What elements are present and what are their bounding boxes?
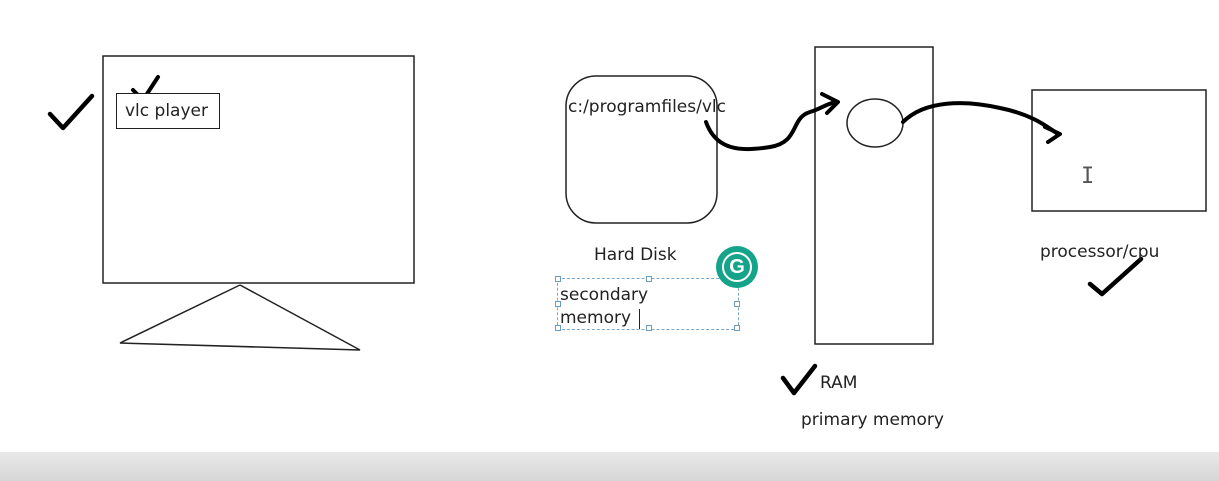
resize-handle[interactable] xyxy=(555,325,561,331)
checkmark-icon xyxy=(1087,256,1144,297)
secondary-memory-textbox[interactable]: secondary memory xyxy=(555,276,740,331)
resize-handle[interactable] xyxy=(646,325,652,331)
secondary-memory-line1: secondary xyxy=(560,285,649,305)
monitor-screen xyxy=(102,55,415,284)
vlc-player-box: vlc player xyxy=(116,93,220,129)
processor-label: processor/cpu xyxy=(1040,242,1160,262)
hard-disk-label: Hard Disk xyxy=(594,245,677,265)
resize-handle[interactable] xyxy=(734,325,740,331)
secondary-memory-line2: memory xyxy=(560,308,632,328)
processor-shape xyxy=(1031,89,1207,212)
checkmark-icon xyxy=(47,93,95,131)
path-label: c:/programfiles/vlc xyxy=(568,97,726,117)
hard-disk-shape xyxy=(565,75,718,224)
resize-handle[interactable] xyxy=(555,301,561,307)
resize-handle[interactable] xyxy=(734,301,740,307)
arrow-disk-to-ram xyxy=(704,100,838,152)
resize-handle[interactable] xyxy=(646,276,652,282)
ram-label: RAM xyxy=(820,373,858,393)
bottom-bar xyxy=(0,452,1219,481)
arrow-ram-to-cpu xyxy=(901,101,1060,136)
grammarly-icon[interactable]: G xyxy=(716,246,758,288)
resize-handle[interactable] xyxy=(555,276,561,282)
checkmark-icon xyxy=(780,363,818,396)
arrow-ram-to-cpu-head xyxy=(1043,125,1062,144)
ram-shape xyxy=(814,46,934,345)
text-cursor-icon: I xyxy=(1081,164,1095,189)
arrow-disk-to-ram-head xyxy=(820,92,840,115)
primary-memory-label: primary memory xyxy=(801,410,944,430)
ram-process-circle xyxy=(846,98,904,148)
text-caret xyxy=(639,309,640,329)
monitor-stand xyxy=(119,284,361,351)
vlc-player-label: vlc player xyxy=(125,101,208,121)
